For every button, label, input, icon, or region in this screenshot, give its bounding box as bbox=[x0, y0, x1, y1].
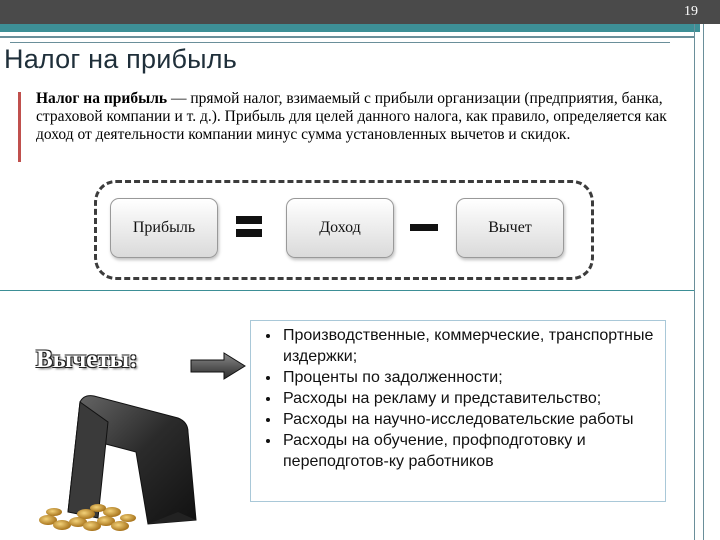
deduction-item: Расходы на научно-исследовательские рабо… bbox=[281, 409, 659, 430]
definition-accent-bar bbox=[18, 92, 21, 162]
top-bar: 19 bbox=[0, 0, 720, 24]
corner-marker bbox=[686, 45, 694, 51]
deduction-item: Производственные, коммерческие, транспор… bbox=[281, 325, 659, 367]
deductions-list: Производственные, коммерческие, транспор… bbox=[251, 321, 665, 472]
header-rule bbox=[0, 36, 694, 38]
right-frame bbox=[694, 24, 704, 540]
formula-profit: Прибыль bbox=[110, 198, 218, 258]
arrow-right-icon bbox=[190, 352, 246, 380]
deductions-label: Вычеты: bbox=[36, 346, 138, 373]
formula-deduction: Вычет bbox=[456, 198, 564, 258]
definition-term: Налог на прибыль bbox=[36, 90, 168, 107]
formula-income: Доход bbox=[286, 198, 394, 258]
deduction-item: Расходы на обучение, профподготовку и пе… bbox=[281, 430, 659, 472]
definition-body: — прямой налог, взимаемый с прибыли орга… bbox=[36, 90, 667, 143]
definition-text: Налог на прибыль — прямой налог, взимаем… bbox=[36, 90, 676, 144]
wallet-coins-image bbox=[39, 395, 197, 531]
header-rule-secondary bbox=[10, 42, 670, 43]
minus-sign bbox=[410, 224, 438, 231]
formula-box bbox=[94, 180, 594, 280]
deductions-list-box: Производственные, коммерческие, транспор… bbox=[250, 320, 666, 502]
slide-number: 19 bbox=[684, 4, 698, 19]
slide-title: Налог на прибыль bbox=[4, 44, 237, 74]
section-divider bbox=[0, 290, 694, 291]
deduction-item: Расходы на рекламу и представительство; bbox=[281, 388, 659, 409]
header-band bbox=[0, 24, 700, 32]
deduction-item: Проценты по задолженности; bbox=[281, 367, 659, 388]
equals-sign bbox=[236, 216, 262, 238]
